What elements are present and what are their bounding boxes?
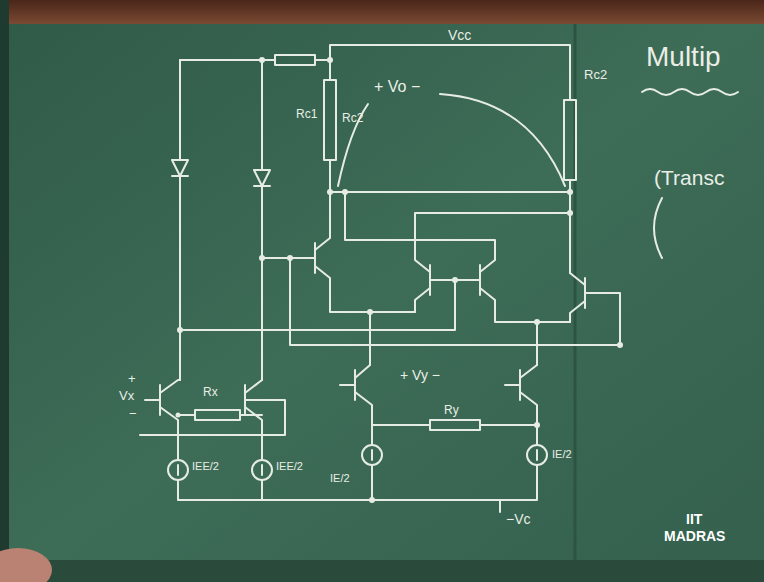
- board-edge: [0, 0, 9, 582]
- watermark: IIT: [686, 512, 702, 527]
- wires: [140, 45, 738, 512]
- circuit-label: IE/2: [330, 472, 350, 484]
- circuit-label: (Transc: [654, 166, 724, 189]
- watermark: MADRAS: [664, 529, 725, 544]
- circuit-label: Rc2: [584, 68, 607, 82]
- circuit-label: +: [128, 372, 136, 386]
- circuit-label: Rc1: [296, 108, 317, 121]
- junction-dots: [176, 57, 624, 503]
- circuit-label: Rx: [203, 386, 218, 399]
- circuit-label: Multip: [646, 42, 721, 73]
- circuit-label: + Vy −: [400, 368, 440, 383]
- circuit-label: Ry: [444, 404, 459, 417]
- circuit-label: + Vo −: [374, 78, 420, 96]
- circuit-label: IE/2: [552, 448, 572, 460]
- circuit-label: IEE/2: [276, 460, 303, 472]
- wooden-frame: [0, 0, 764, 24]
- circuit-label: −: [129, 407, 137, 421]
- chalk-tray: [0, 560, 764, 582]
- circuit-label: Vx: [119, 389, 134, 403]
- circuit-label: IEE/2: [192, 460, 219, 472]
- circuit-label: −Vc: [506, 512, 531, 527]
- circuit-label: Vcc: [448, 28, 471, 43]
- hand: [0, 548, 52, 582]
- circuit-label: Rc2: [342, 112, 363, 125]
